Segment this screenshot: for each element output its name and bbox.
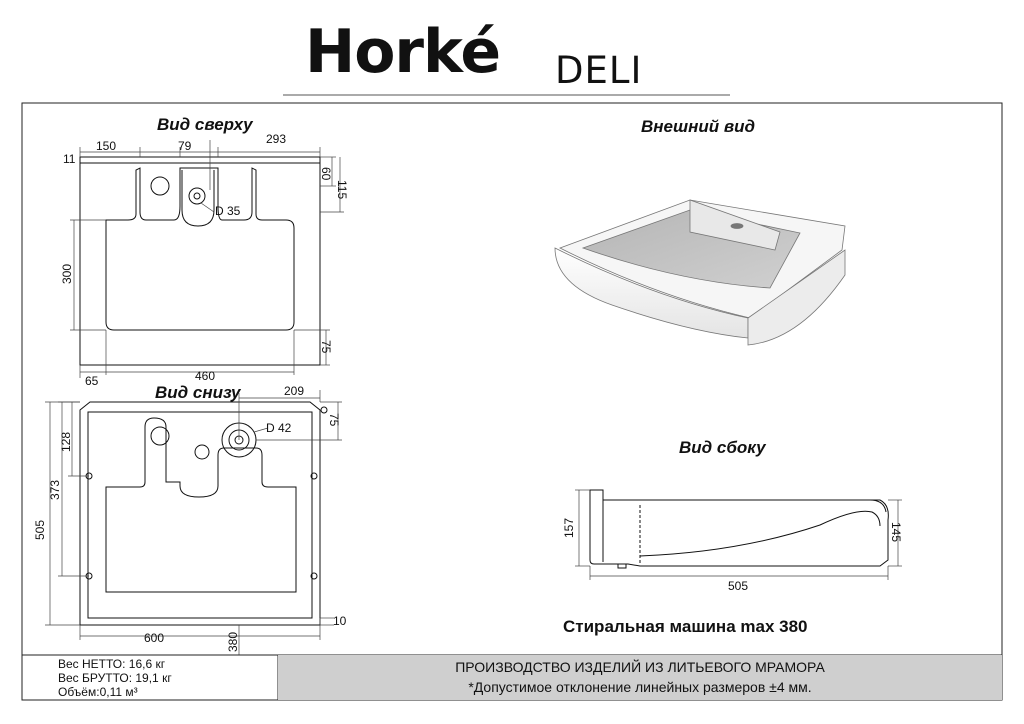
side-view-heading: Вид сбоку xyxy=(679,438,767,457)
bottom-dim-128: 128 xyxy=(59,432,73,452)
side-basin-curve xyxy=(639,510,881,557)
top-dim-293: 293 xyxy=(266,132,286,146)
top-dim-150: 150 xyxy=(96,139,116,153)
top-overflow-hole xyxy=(150,176,170,196)
sheet-frame xyxy=(21,102,1003,701)
top-drain-inner xyxy=(193,192,201,200)
bottom-dim-d42: D 42 xyxy=(266,421,292,435)
side-dim-145: 145 xyxy=(889,522,903,542)
top-dimension-lines xyxy=(70,140,344,378)
top-dim-300: 300 xyxy=(60,264,74,284)
bottom-inner-panel xyxy=(87,411,313,619)
bottom-dimension-lines xyxy=(45,390,342,655)
spec-weight-brutto: Вес БРУТТО: 19,1 кг xyxy=(58,671,172,685)
mount-point-4 xyxy=(310,572,318,580)
bottom-dim-209: 209 xyxy=(284,384,304,398)
side-view-drawing xyxy=(589,489,889,569)
top-outline xyxy=(79,156,321,366)
model-name: DELI xyxy=(555,49,643,92)
sink-3d-render xyxy=(554,199,846,346)
top-drain-channel xyxy=(181,170,215,227)
bottom-dim-75: 75 xyxy=(327,413,341,427)
side-foot xyxy=(617,563,627,569)
brand-logo: Horké xyxy=(305,17,501,87)
bottom-dim-600: 600 xyxy=(144,631,164,645)
top-view-drawing xyxy=(79,156,321,366)
bottom-dim-10: 10 xyxy=(333,614,347,628)
side-dimension-lines xyxy=(575,489,902,580)
bottom-overflow-hole xyxy=(150,426,170,446)
side-outline xyxy=(589,489,889,567)
mount-point-3 xyxy=(310,472,318,480)
top-bowl-outline xyxy=(105,167,295,331)
washing-machine-note: Стиральная машина max 380 xyxy=(563,617,808,636)
top-dim-60: 60 xyxy=(319,167,333,181)
top-dim-75: 75 xyxy=(319,340,333,354)
side-dim-157: 157 xyxy=(562,518,576,538)
bottom-view-drawing xyxy=(79,401,328,626)
bottom-dim-373: 373 xyxy=(48,480,62,500)
footer-panel xyxy=(278,655,1002,700)
spec-weight-netto: Вес НЕТТО: 16,6 кг xyxy=(58,657,166,671)
top-view-heading: Вид сверху xyxy=(157,115,254,134)
bottom-dim-505: 505 xyxy=(33,520,47,540)
bottom-dim-380: 380 xyxy=(226,632,240,652)
side-rim xyxy=(603,499,887,513)
exterior-view-heading: Внешний вид xyxy=(641,117,755,136)
top-dim-65: 65 xyxy=(85,374,99,388)
bottom-small-hole xyxy=(194,444,210,460)
sink-front-face xyxy=(554,247,749,339)
top-dim-460: 460 xyxy=(195,369,215,383)
footer-tolerance-note: *Допустимое отклонение линейных размеров… xyxy=(468,679,812,695)
top-dim-d35: D 35 xyxy=(215,204,241,218)
top-dim-115: 115 xyxy=(335,180,349,199)
sink-side-face xyxy=(747,249,846,346)
sink-tap-hole xyxy=(730,223,744,229)
top-drain-outer xyxy=(188,187,206,205)
side-dim-505: 505 xyxy=(728,579,748,593)
bottom-recess xyxy=(105,417,297,593)
footer-manufacture-note: ПРОИЗВОДСТВО ИЗДЕЛИЙ ИЗ ЛИТЬЕВОГО МРАМОР… xyxy=(455,659,825,675)
top-dim-79: 79 xyxy=(178,139,192,153)
bottom-view-heading: Вид снизу xyxy=(155,383,242,402)
top-dim-11: 11 xyxy=(63,152,76,166)
spec-volume: Объём:0,11 м³ xyxy=(58,685,138,699)
mount-point-5 xyxy=(320,406,328,414)
